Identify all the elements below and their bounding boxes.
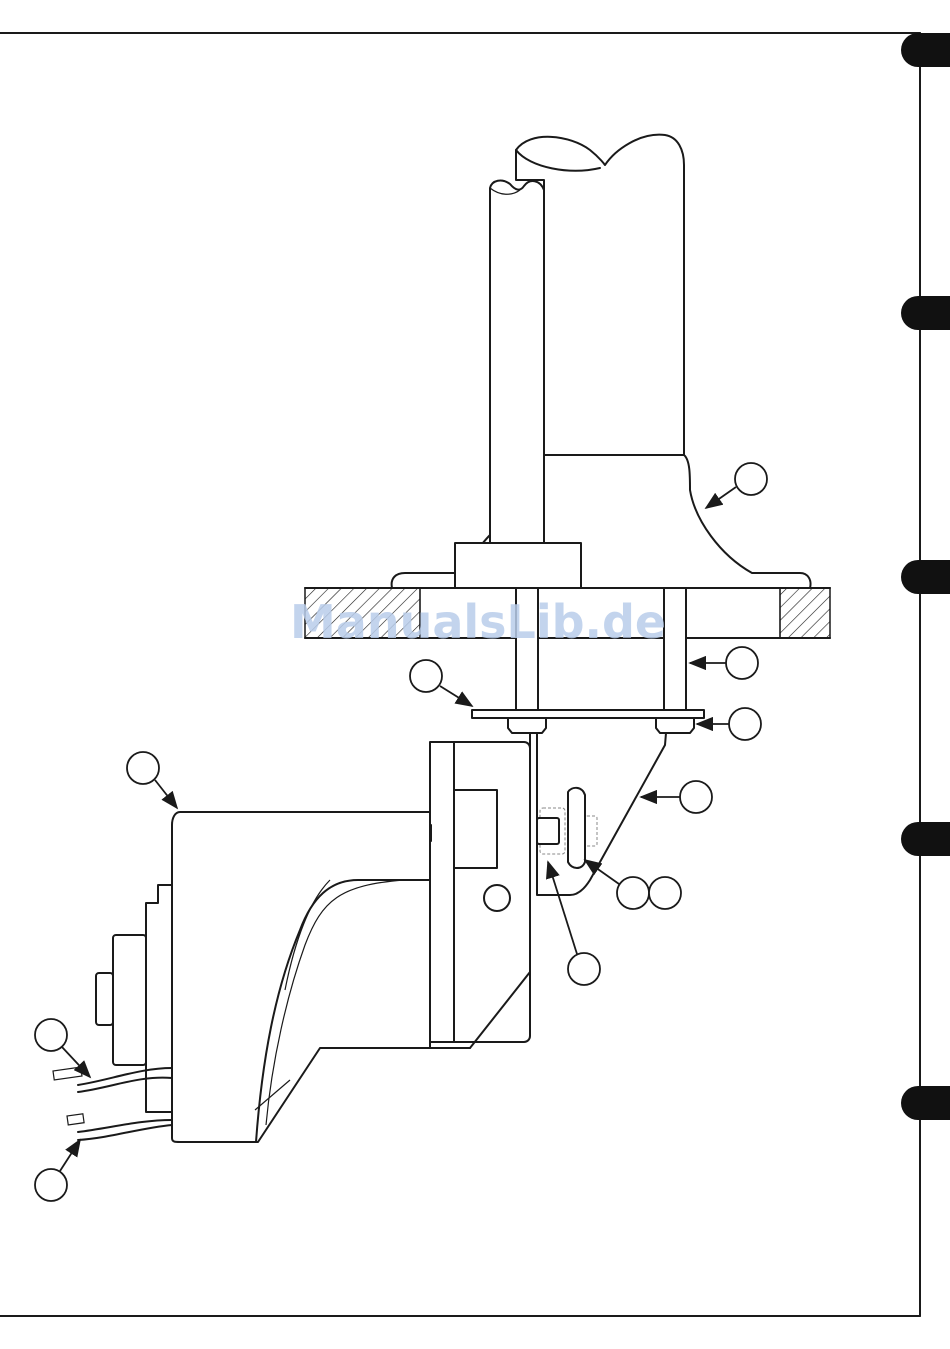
callout-3: [410, 660, 472, 706]
section-tab-5: [901, 1086, 950, 1120]
callout-2: [690, 647, 758, 679]
bracket: [530, 733, 666, 980]
callout-7: [585, 860, 681, 909]
collar-block: [455, 543, 581, 588]
callout-6: [641, 781, 712, 813]
callout-9: [35, 1019, 90, 1077]
section-tab-2: [901, 296, 950, 330]
callout-5: [127, 752, 177, 808]
callout-4: [697, 708, 761, 740]
motor-housing: [172, 742, 530, 1142]
adjustment-knob: [537, 788, 597, 868]
nuts: [508, 718, 694, 733]
section-tab-4: [901, 822, 950, 856]
section-tab-3: [901, 560, 950, 594]
callout-10: [35, 1140, 80, 1201]
watermark-text: ManualsLib.de: [290, 595, 666, 649]
callout-8: [548, 862, 600, 985]
section-tab-1: [901, 33, 950, 67]
backing-plate: [472, 710, 704, 718]
small-tube: [490, 181, 544, 560]
section-tabs: [901, 33, 950, 1120]
callout-1: [706, 463, 767, 508]
